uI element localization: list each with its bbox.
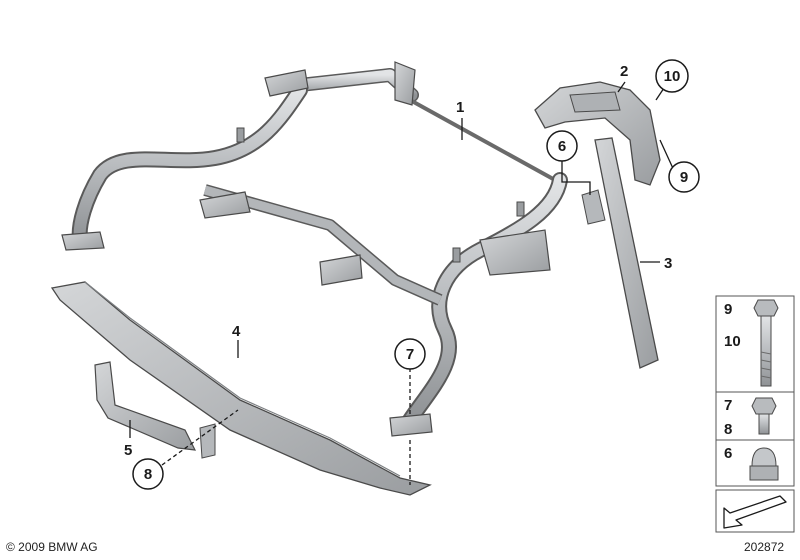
bracket-part-5 — [94, 361, 216, 459]
callout-3: 3 — [664, 255, 672, 272]
svg-text:8: 8 — [144, 466, 152, 483]
legend-screw-7: 7 — [724, 397, 732, 414]
callout-circle-7: 7 — [394, 338, 426, 370]
hex-bolt-icon — [753, 299, 779, 387]
svg-text:6: 6 — [558, 138, 566, 155]
diagram-id: 202872 — [744, 540, 785, 554]
callout-circle-8: 8 — [132, 458, 164, 490]
cross-member-part-4 — [50, 281, 432, 496]
legend-bolt-10: 10 — [724, 333, 741, 350]
svg-text:7: 7 — [406, 346, 414, 363]
callout-circle-6: 6 — [546, 130, 578, 162]
bracket-part-2 — [534, 81, 661, 186]
direction-arrow-icon — [723, 495, 787, 529]
cap-nut-icon — [749, 447, 779, 481]
callout-2: 2 — [620, 63, 628, 80]
svg-text:9: 9 — [680, 169, 688, 186]
callout-1: 1 — [456, 99, 464, 116]
fastener-legend: 9 10 7 8 6 — [715, 295, 795, 533]
screw-icon — [751, 397, 777, 435]
callout-4: 4 — [232, 323, 241, 340]
legend-screw-8: 8 — [724, 421, 732, 438]
legend-nut-6: 6 — [724, 445, 732, 462]
callout-circle-10: 10 — [655, 59, 689, 93]
copyright-text: © 2009 BMW AG — [6, 540, 98, 554]
svg-text:10: 10 — [664, 68, 681, 85]
legend-bolt-9: 9 — [724, 301, 732, 318]
tube-frame-part-1 — [61, 61, 568, 437]
strut-part-3 — [581, 137, 659, 369]
callout-5: 5 — [124, 442, 132, 459]
callout-circle-9: 9 — [668, 161, 700, 193]
